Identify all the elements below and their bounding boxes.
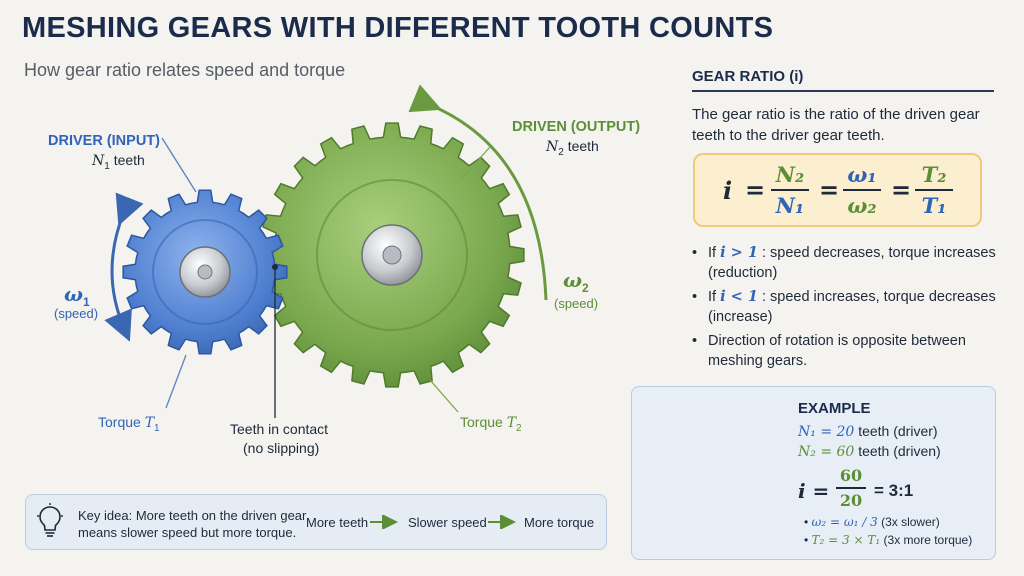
contact-label-line2: (no slipping)	[243, 440, 320, 456]
formula-eq-2: =	[819, 175, 840, 204]
page-subtitle: How gear ratio relates speed and torque	[24, 60, 346, 80]
driver-gear-inner-ring	[152, 219, 258, 325]
gear-ratio-heading: GEAR RATIO (i)	[692, 68, 804, 85]
driver-teeth-label: N1 teeth	[92, 152, 145, 172]
list-item: If i < 1 : speed increases, torque decre…	[692, 287, 1002, 327]
example-ratio-lhs: i =	[798, 479, 830, 503]
page-title: MESHING GEARS WITH DIFFERENT TOOTH COUNT…	[22, 12, 774, 44]
contact-point-marker	[272, 264, 278, 270]
driven-torque-label: Torque T2	[460, 414, 522, 434]
driver-rotation-arrow	[104, 192, 144, 342]
gear-ratio-description: The gear ratio is the ratio of the drive…	[692, 106, 980, 144]
driver-speed-label: (speed)	[54, 306, 99, 321]
example-bullet-torque: • T₂ = 3 × T₁ (3x more torque)	[804, 533, 973, 547]
example-bullet-speed: • ω₂ = ω₁ / 3 (3x slower)	[804, 515, 940, 529]
example-driver-teeth: N₁ = 20 teeth (driver)	[798, 423, 938, 440]
list-item: Direction of rotation is opposite betwee…	[692, 331, 1002, 371]
flow-arrow-2	[488, 515, 516, 529]
driver-torque-leader	[165, 354, 187, 409]
driven-teeth-label: N2 teeth	[546, 138, 599, 158]
key-idea-text: Key idea: More teeth on the driven gear …	[78, 508, 307, 540]
driver-omega-label: ω1	[64, 282, 90, 309]
example-driven-teeth: N₂ = 60 teeth (driven)	[798, 443, 941, 460]
driver-label: DRIVER (INPUT)	[48, 133, 160, 149]
flow-step-1: More teeth	[306, 515, 369, 530]
flow-arrow-1	[370, 515, 398, 529]
contact-label-line1: Teeth in contact	[230, 421, 329, 437]
driven-torque-leader	[429, 379, 459, 413]
driven-speed-label: (speed)	[554, 296, 599, 311]
driven-omega-label: ω2	[563, 268, 589, 295]
driven-label: DRIVEN (OUTPUT)	[512, 119, 641, 135]
lightbulb-icon	[37, 503, 63, 537]
driver-torque-label: Torque T1	[98, 414, 160, 434]
flow-step-2: Slower speed	[408, 515, 487, 530]
driven-gear-axle	[382, 245, 402, 265]
list-item: If i > 1 : speed decreases, torque incre…	[692, 243, 1002, 283]
example-panel	[631, 386, 996, 560]
driven-gear-inner-ring	[316, 179, 468, 331]
formula-lhs: i	[723, 176, 733, 205]
formula-eq-1: =	[745, 175, 766, 204]
driver-label-leader	[161, 137, 197, 193]
driven-label-leader	[461, 146, 491, 179]
heading-divider	[692, 90, 994, 92]
example-ratio-result: = 3:1	[874, 481, 914, 500]
example-heading: EXAMPLE	[798, 400, 871, 417]
driven-rotation-arrow	[408, 84, 548, 301]
driver-gear-axle	[197, 264, 213, 280]
flow-step-3: More torque	[524, 515, 595, 530]
formula-eq-3: =	[891, 175, 912, 204]
ratio-rules-list: If i > 1 : speed decreases, torque incre…	[692, 243, 1002, 375]
